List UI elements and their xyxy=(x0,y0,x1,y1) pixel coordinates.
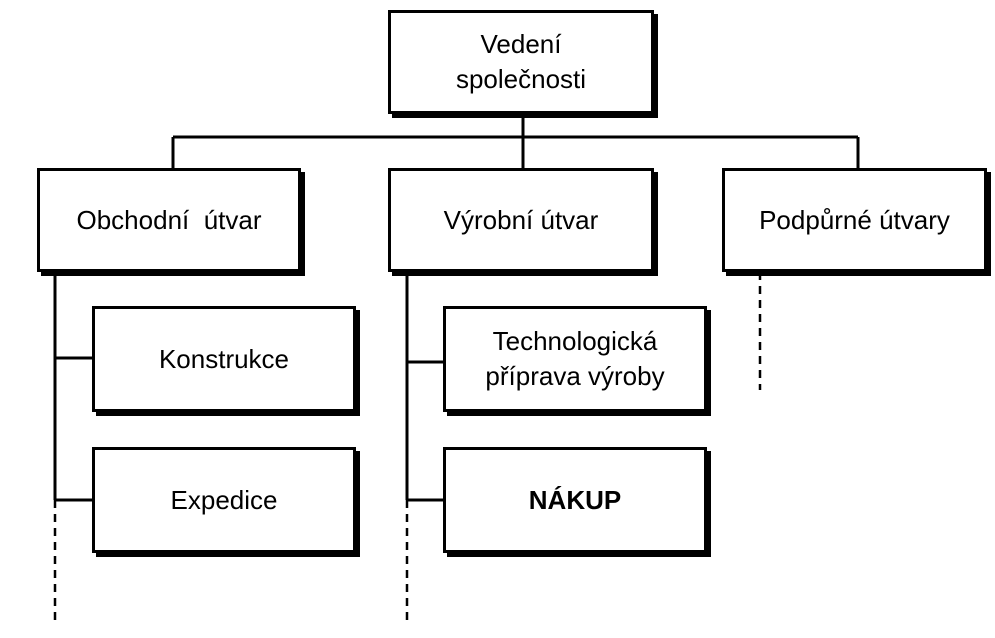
root-label-line2: společnosti xyxy=(455,64,587,94)
unit-box-nakup: NÁKUP xyxy=(443,447,707,553)
root-box-vedeni-spolecnosti: Vedení společnosti xyxy=(388,10,654,114)
unit-label: Technologická příprava výroby xyxy=(485,324,664,394)
root-box-label: Vedení společnosti xyxy=(456,27,586,97)
unit-label-line1: Technologická xyxy=(492,326,658,356)
unit-label-nakup: NÁKUP xyxy=(528,484,622,515)
unit-box-expedice: Expedice xyxy=(92,447,356,553)
department-label: Obchodní útvar xyxy=(76,204,262,235)
unit-label: Konstrukce xyxy=(158,343,290,374)
unit-box-konstrukce: Konstrukce xyxy=(92,306,356,412)
unit-label-line2: příprava výroby xyxy=(485,361,665,391)
department-box-vyrobni: Výrobní útvar xyxy=(388,168,654,272)
department-label: Podpůrné útvary xyxy=(759,204,950,235)
department-box-obchodni: Obchodní útvar xyxy=(37,168,301,272)
department-label: Výrobní útvar xyxy=(443,204,599,235)
root-label-line1: Vedení xyxy=(480,29,562,59)
unit-label: Expedice xyxy=(170,484,278,515)
department-box-podpurne: Podpůrné útvary xyxy=(722,168,987,272)
unit-box-technologicka-priprava: Technologická příprava výroby xyxy=(443,306,707,412)
